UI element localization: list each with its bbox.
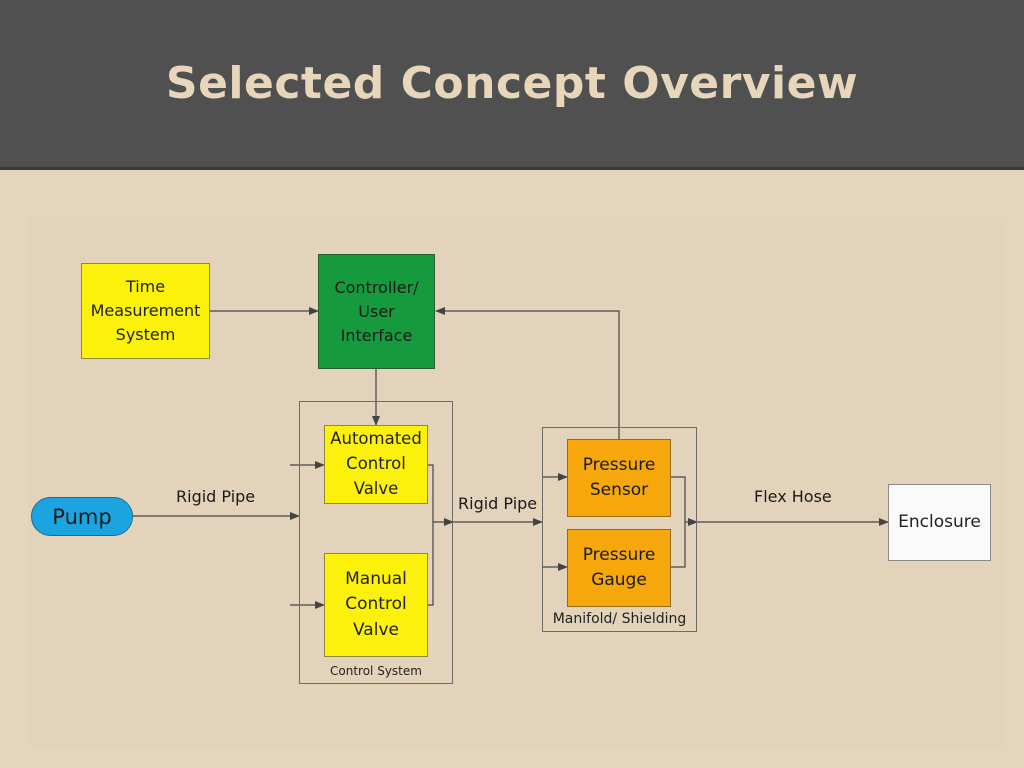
manual-control-valve-block: Manual Control Valve	[324, 553, 428, 657]
manifold-shielding-group: Manifold/ Shielding	[542, 427, 697, 632]
edge-pressure-sensor-out	[671, 476, 686, 522]
automated-control-valve-label: Automated Control Valve	[330, 429, 422, 498]
controller-user-interface-block: Controller/ User Interface	[318, 254, 435, 369]
control-system-group: Control System	[299, 401, 453, 684]
pump-label: Pump	[52, 504, 112, 529]
automated-control-valve-block: Automated Control Valve	[324, 425, 428, 504]
slide-header: Selected Concept Overview	[0, 0, 1024, 170]
control-system-label: Control System	[330, 664, 422, 678]
pressure-sensor-label: Pressure Sensor	[582, 454, 656, 501]
edge-label-flex-hose: Flex Hose	[754, 487, 832, 506]
edge-label-rigid-pipe-1: Rigid Pipe	[176, 487, 256, 506]
time-measurement-system-block: Time Measurement System	[81, 263, 210, 359]
slide-title: Selected Concept Overview	[165, 58, 859, 109]
edge-sensor-feedback-to-controller	[435, 307, 620, 439]
edge-label-rigid-pipe-2: Rigid Pipe	[458, 494, 538, 513]
edge-manual-valve-out	[428, 522, 434, 606]
manifold-shielding-label: Manifold/ Shielding	[552, 611, 687, 627]
pressure-sensor-block: Pressure Sensor	[567, 439, 671, 517]
enclosure-label: Enclosure	[898, 511, 981, 532]
manual-control-valve-label: Manual Control Valve	[345, 568, 407, 640]
pressure-gauge-block: Pressure Gauge	[567, 529, 671, 607]
time-measurement-system-label: Time Measurement System	[90, 277, 201, 344]
controller-user-interface-label: Controller/ User Interface	[334, 277, 419, 345]
pressure-gauge-label: Pressure Gauge	[582, 544, 656, 591]
enclosure-block: Enclosure	[888, 484, 991, 561]
pump-block: Pump	[31, 497, 133, 536]
edge-automated-valve-out	[428, 464, 434, 522]
edge-pressure-gauge-out	[671, 522, 686, 568]
